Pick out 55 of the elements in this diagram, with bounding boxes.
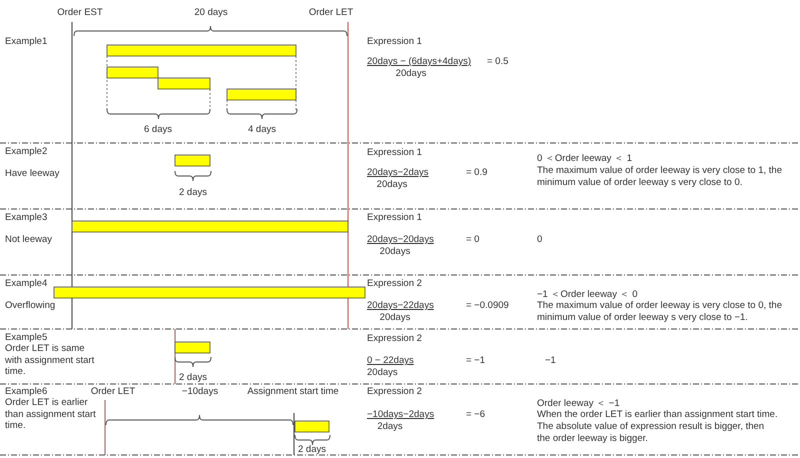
result-value: = 0 (466, 234, 480, 246)
example-title: Example2 (5, 146, 48, 158)
timeline-label: Order LET (308, 7, 354, 18)
example-title: Example3 (5, 212, 48, 224)
denominator: 20days (396, 68, 426, 80)
result-value: = −1 (466, 355, 486, 366)
duration-label: 2 days (179, 372, 207, 384)
expression-title: Expression 1 (367, 36, 422, 48)
numerator: 20days−2days (367, 167, 429, 178)
expression-title: Expression 2 (367, 333, 422, 344)
numerator: 0 − 22days (367, 355, 414, 366)
range-note: −1 (545, 355, 556, 366)
duration-label: 20 days (194, 7, 228, 18)
duration-label: 6 days (144, 124, 172, 136)
timeline-label: Order EST (57, 7, 103, 18)
example-description: Overflowing (5, 300, 56, 312)
duration-label: 4 days (248, 124, 276, 136)
duration-label: 2 days (298, 444, 326, 456)
example-description: Order LET is same with assignment start time. (5, 343, 95, 378)
duration-label: 2 days (179, 187, 207, 198)
result-value: = −6 (466, 409, 486, 420)
numerator: 20days − (6days+4days) (367, 56, 472, 68)
denominator: 20days (367, 367, 398, 378)
range-note: 0 ＜Order leeway ＜ 1 (537, 153, 632, 164)
note-text: The absolute value of expression result is bigger, then the order leeway is bigger. (537, 421, 766, 444)
example-title: Example1 (5, 36, 48, 48)
note-text: The maximum value of order leeway is very close to 1, the minimum value of order leeway s very close to 0. (537, 165, 783, 188)
expression-title: Expression 1 (367, 147, 422, 158)
expression-title: Expression 2 (367, 278, 422, 290)
example-description: Have leeway (5, 168, 60, 180)
range-note: −1 ＜Order leeway ＜ 0 (537, 289, 638, 300)
numerator: 20days−22days (367, 300, 434, 312)
denominator: 2days (377, 421, 403, 432)
numerator: −10days−2days (367, 409, 434, 420)
note-text: The maximum value of order leeway is very close to 0, the minimum value of order leeway s very close to −1. (537, 300, 783, 323)
denominator: 20days (380, 246, 410, 258)
duration-label: −10days (182, 386, 218, 398)
example-description: Not leeway (5, 234, 52, 246)
result-value: = 0.9 (466, 167, 488, 178)
result-value: = 0.5 (487, 56, 508, 68)
denominator: 20days (380, 312, 410, 324)
timeline-label: Assignment start time (247, 386, 339, 398)
example-description: Order LET is earlier than assignment start time. (5, 397, 97, 432)
example-title: Example5 (5, 332, 48, 344)
expression-title: Expression 2 (367, 386, 422, 398)
example-title: Example4 (5, 278, 48, 290)
example-title: Example6 (5, 386, 48, 398)
expression-title: Expression 1 (367, 212, 422, 224)
timeline-label: Order LET (90, 386, 136, 398)
note-text: When the order LET is earlier than assignment start time. (537, 409, 778, 420)
range-note: 0 (537, 234, 542, 246)
denominator: 20days (376, 179, 408, 190)
numerator: 20days−20days (367, 234, 434, 246)
result-value: = −0.0909 (466, 300, 509, 312)
range-note: Order leeway ＜ −1 (537, 398, 620, 410)
